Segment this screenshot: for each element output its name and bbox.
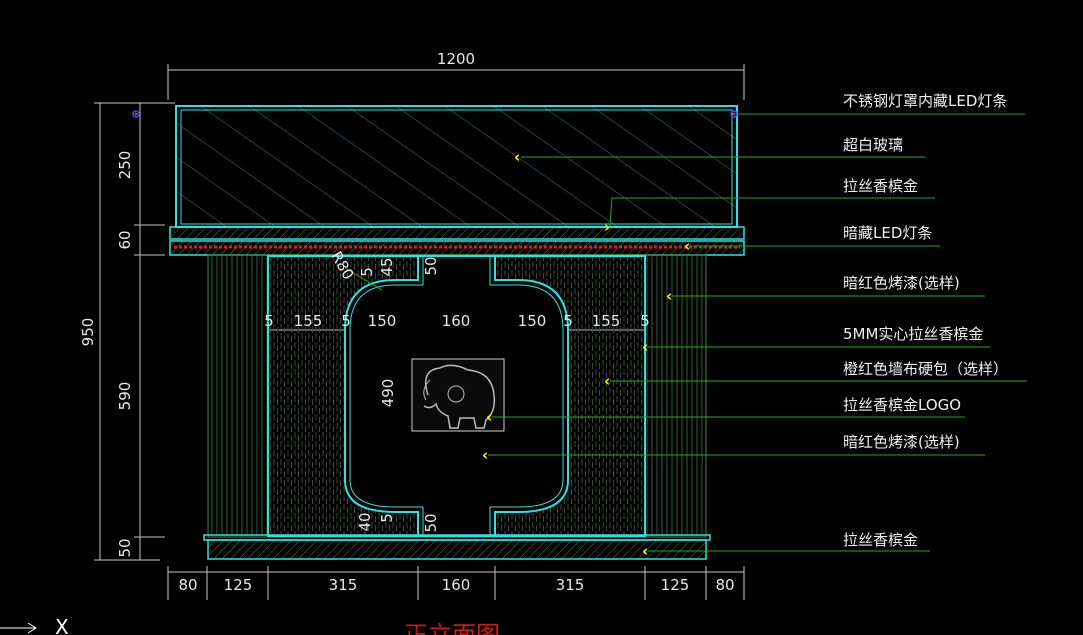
svg-text:‹: ‹	[486, 408, 492, 426]
label-champagne-gold-1: 拉丝香槟金	[843, 177, 918, 195]
dim-notch-bottom-side: 50	[422, 513, 440, 532]
dim-row-mid-3: 5	[341, 312, 351, 330]
side-panel-right	[645, 256, 704, 536]
dim-row-bottom-1: 80	[178, 576, 197, 594]
dim-row-bottom-6: 125	[661, 576, 690, 594]
dim-row-bottom-3: 315	[329, 576, 358, 594]
glass-box	[175, 105, 738, 228]
svg-text:›: ›	[604, 218, 610, 236]
label-hidden-led: 暗藏LED灯条	[843, 224, 932, 242]
champagne-base	[207, 539, 707, 560]
dim-notch-bottom-gap: 5	[378, 513, 396, 523]
dim-notch-bottom-height: 40	[356, 512, 374, 531]
label-ultra-clear-glass: 超白玻璃	[843, 136, 903, 154]
champagne-band-top	[169, 226, 745, 240]
label-solid-champagne: 5MM实心拉丝香槟金	[843, 325, 983, 343]
svg-text:‹: ‹	[666, 287, 672, 305]
label-led-lamp-cover: 不锈钢灯罩内藏LED灯条	[843, 92, 1007, 110]
svg-text:‹: ‹	[684, 237, 690, 255]
dim-row-mid-6: 150	[518, 312, 547, 330]
dim-inner-height: 490	[379, 379, 397, 408]
label-dark-red-paint-2: 暗红色烤漆(选样)	[843, 433, 960, 451]
ucs-x-label: X	[55, 615, 69, 635]
ucs-axis-icon	[0, 622, 37, 634]
dim-row-bottom-5: 315	[556, 576, 585, 594]
dim-row-bottom-4: 160	[442, 576, 471, 594]
dim-row-mid-4: 150	[368, 312, 397, 330]
svg-text:‹: ‹	[482, 446, 488, 464]
elephant-logo-icon	[411, 358, 505, 432]
dim-row-mid-8: 155	[592, 312, 621, 330]
dim-row-bottom-7: 80	[715, 576, 734, 594]
leader-arrows: ‹ › ‹ ‹ ‹ ‹ ‹ ‹ ‹	[482, 148, 690, 560]
dim-notch-top-gap: 5	[358, 267, 376, 277]
dim-band-height: 60	[116, 230, 134, 249]
lamp-left-icon	[132, 110, 140, 118]
svg-text:‹: ‹	[604, 372, 610, 390]
leader-lines	[344, 113, 1027, 552]
dim-row-mid-2: 155	[294, 312, 323, 330]
dim-base-height: 50	[116, 538, 134, 557]
label-champagne-gold-2: 拉丝香槟金	[843, 531, 918, 549]
svg-text:‹: ‹	[642, 338, 648, 356]
label-champagne-logo: 拉丝香槟金LOGO	[843, 396, 961, 414]
dim-notch-side: 50	[422, 256, 440, 275]
dim-row-bottom-2: 125	[224, 576, 253, 594]
dim-top-height: 250	[116, 151, 134, 180]
dim-notch-top-width: 45	[378, 257, 396, 276]
svg-text:‹: ‹	[642, 542, 648, 560]
dim-body-height: 590	[116, 382, 134, 411]
dim-row-mid-1: 5	[264, 312, 274, 330]
dim-row-mid-5: 160	[442, 312, 471, 330]
dim-row-mid-7: 5	[563, 312, 573, 330]
side-panel-left	[210, 256, 268, 536]
dim-row-mid-9: 5	[640, 312, 650, 330]
label-orange-red-fabric: 橙红色墙布硬包（选样）	[843, 360, 1008, 378]
svg-text:‹: ‹	[514, 148, 520, 166]
dim-overall-width: 1200	[437, 50, 475, 68]
label-dark-red-paint-1: 暗红色烤漆(选样)	[843, 274, 960, 292]
drawing-title: 正立面图	[404, 621, 500, 635]
dim-overall-height: 950	[79, 318, 97, 347]
